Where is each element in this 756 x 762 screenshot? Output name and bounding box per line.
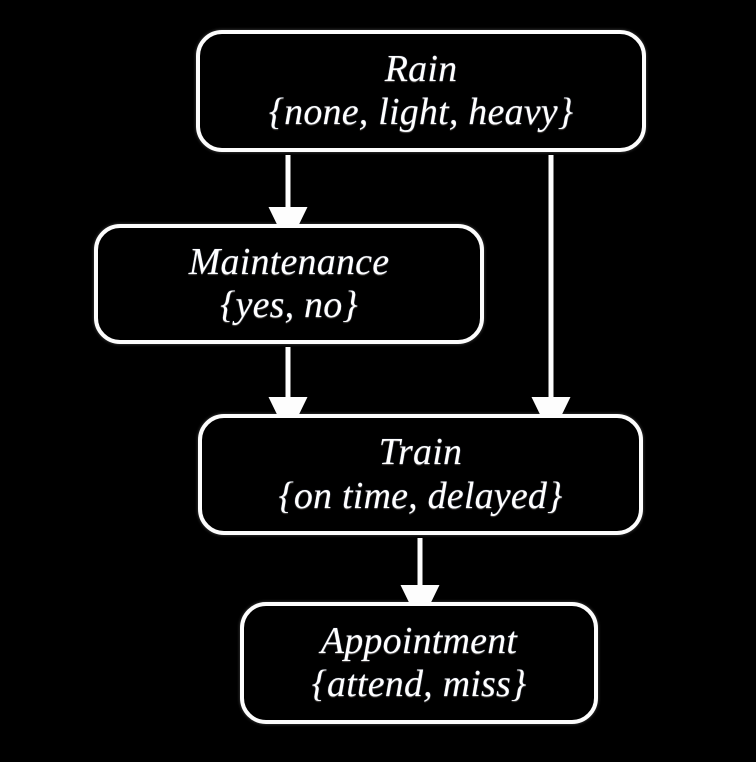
node-maintenance-states: {yes, no} xyxy=(220,284,358,326)
node-rain-states: {none, light, heavy} xyxy=(268,91,574,133)
node-appointment[interactable]: Appointment {attend, miss} xyxy=(240,602,598,724)
node-train-states: {on time, delayed} xyxy=(278,474,563,517)
node-appointment-states: {attend, miss} xyxy=(311,663,527,705)
node-train[interactable]: Train {on time, delayed} xyxy=(198,414,643,535)
node-rain[interactable]: Rain {none, light, heavy} xyxy=(196,30,646,152)
node-train-title: Train xyxy=(378,431,463,474)
node-maintenance-title: Maintenance xyxy=(188,240,390,283)
node-maintenance[interactable]: Maintenance {yes, no} xyxy=(94,224,484,344)
node-appointment-title: Appointment xyxy=(320,619,518,662)
node-rain-title: Rain xyxy=(384,47,458,90)
